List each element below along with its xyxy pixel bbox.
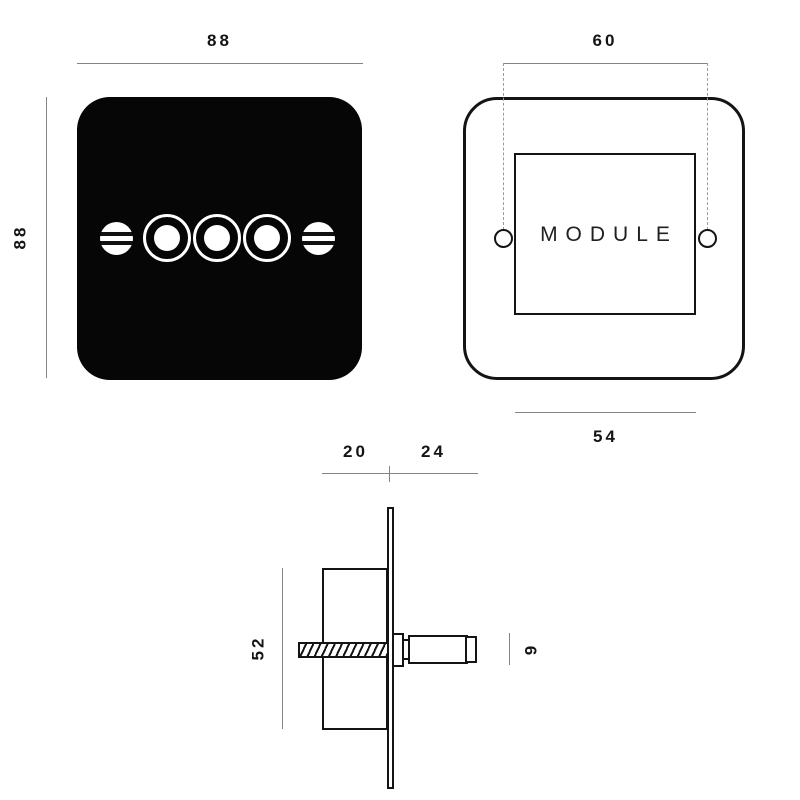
front-width-dim-label: 88 — [207, 31, 232, 50]
front-height-dim-line — [46, 97, 47, 378]
toggle-switch-3 — [243, 214, 291, 262]
fixing-hole-right-icon — [697, 228, 717, 248]
front-height-dim-label: 88 — [10, 224, 30, 250]
module-height-dim-line — [282, 568, 283, 729]
depth-dim-line — [322, 473, 478, 474]
opening-dim-label: 54 — [593, 427, 618, 446]
toggle-switch-2 — [193, 214, 241, 262]
projection-dim-label: 24 — [421, 442, 446, 461]
fixing-hole-left-icon — [494, 228, 513, 248]
toggle-switch-1 — [143, 214, 191, 262]
screw-head-right-icon — [301, 221, 335, 255]
switch-plate-front — [77, 97, 362, 380]
screw-head-left-icon — [99, 221, 133, 255]
toggle-body — [408, 635, 468, 664]
toggle-dia-dim-label: 9 — [521, 642, 541, 656]
opening-dim-line — [515, 412, 696, 413]
toggle-dot-1 — [154, 225, 180, 251]
threaded-rod — [298, 642, 389, 658]
front-width-dim-line — [77, 63, 363, 64]
toggle-dot-3 — [254, 225, 280, 251]
screw-centres-dim-line — [503, 63, 707, 64]
screw-centres-dim-label: 60 — [592, 31, 618, 50]
toggle-dot-2 — [204, 225, 230, 251]
centre-line-right — [707, 63, 708, 230]
module-opening: MODULE — [514, 153, 696, 315]
toggle-bracket — [392, 633, 404, 667]
centre-line-left — [503, 63, 504, 230]
module-label: MODULE — [540, 222, 678, 246]
recess-depth-dim-label: 20 — [343, 442, 368, 461]
toggle-dia-dim-line — [509, 633, 510, 665]
module-height-dim-label: 52 — [248, 635, 268, 661]
toggle-end-cap — [465, 636, 477, 663]
depth-dim-divider-tick — [389, 466, 390, 482]
